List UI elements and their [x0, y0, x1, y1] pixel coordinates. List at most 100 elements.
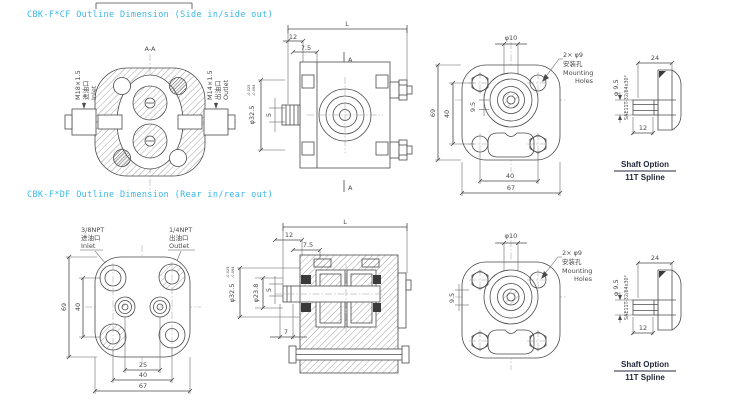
- svg-text:L: L: [345, 20, 349, 28]
- svg-text:φ 9.5: φ 9.5: [612, 79, 620, 96]
- clipped-top-dimension: [95, 2, 193, 9]
- relief-pocket: [487, 329, 535, 355]
- dim-12: 12: [272, 231, 305, 255]
- svg-text:2× φ9: 2× φ9: [562, 249, 582, 257]
- svg-text:40: 40: [506, 172, 514, 180]
- svg-text:φ32.5: φ32.5: [248, 106, 256, 125]
- dim-spigot-dia: φ32.5 -0.025 -0.064: [226, 266, 300, 320]
- svg-text:出油口: 出油口: [169, 233, 189, 242]
- dim-9-5: 9.5: [448, 284, 469, 311]
- svg-text:M18×1.5: M18×1.5: [74, 70, 82, 100]
- dim-spigot-dia: φ32.5 -0.025 -0.064: [247, 77, 285, 153]
- svg-text:40: 40: [139, 371, 147, 379]
- clipped-section-title: CBK-F*SF Outline: [24, 395, 144, 400]
- svg-text:40: 40: [74, 303, 82, 311]
- svg-text:7.5: 7.5: [303, 241, 313, 249]
- svg-text:69: 69: [429, 109, 437, 117]
- dim-69: 69: [429, 62, 461, 163]
- svg-text:40: 40: [443, 110, 451, 118]
- pump-rear-body: [85, 245, 201, 367]
- svg-text:Mounting: Mounting: [563, 69, 593, 77]
- svg-text:Inlet: Inlet: [81, 242, 96, 250]
- relief-pocket: [487, 132, 535, 158]
- svg-text:11T Spline: 11T Spline: [625, 173, 665, 182]
- svg-text:φ10: φ10: [505, 34, 518, 42]
- outlet-port-boss: [203, 108, 236, 136]
- dim-hub-dia: φ23.8: [252, 275, 283, 311]
- svg-text:24: 24: [651, 254, 659, 262]
- svg-text:M14×1.5: M14×1.5: [206, 70, 214, 100]
- svg-text:11T Spline: 11T Spline: [625, 373, 665, 382]
- inlet-port-boss: [64, 108, 97, 136]
- dim-40-vert: 40: [443, 80, 474, 147]
- svg-text:69: 69: [60, 303, 68, 311]
- dim-L: L: [282, 218, 408, 286]
- svg-text:25: 25: [139, 361, 147, 369]
- dim-7-5: 7.5: [290, 241, 323, 259]
- df-rear-view: 3/8NPT 进油口 Inlet 1/4NPT 出油口 Outlet: [60, 226, 201, 394]
- shaft-option-caption: Shaft Option 11T Spline: [614, 360, 676, 382]
- dim-12: 12: [630, 317, 656, 336]
- dim-24: 24: [635, 54, 675, 98]
- svg-text:9.5: 9.5: [448, 293, 456, 303]
- outlet-label: M14×1.5 出油口 Outlet: [206, 70, 230, 109]
- svg-text:φ32.5: φ32.5: [228, 284, 236, 303]
- svg-text:进油口: 进油口: [81, 81, 90, 101]
- svg-text:Outlet: Outlet: [222, 79, 230, 100]
- svg-text:2× φ9: 2× φ9: [563, 51, 583, 59]
- svg-text:φ23.8: φ23.8: [252, 284, 260, 303]
- section2-title: CBK-F*DF Outline Dimension (Rear in/rear…: [27, 190, 274, 200]
- svg-text:12: 12: [289, 33, 297, 41]
- section1-title: CBK-F*CF Outline Dimension (Side in/side…: [27, 10, 274, 20]
- shaft-option-caption: Shaft Option 11T Spline: [614, 160, 676, 182]
- svg-text:5: 5: [265, 113, 273, 117]
- cf-mounting-view: φ10 9.5 40 69: [429, 34, 594, 196]
- svg-text:1/4NPT: 1/4NPT: [169, 226, 192, 234]
- svg-text:Mounting: Mounting: [562, 267, 592, 275]
- dim-7: 7: [270, 304, 307, 340]
- section-label: A-A: [145, 45, 157, 53]
- dim-phi10: φ10: [495, 34, 527, 75]
- pump-body-section: [64, 54, 236, 192]
- dim-24: 24: [635, 254, 675, 298]
- svg-text:67: 67: [507, 184, 515, 192]
- svg-text:Holes: Holes: [575, 77, 594, 85]
- dim-67: 67: [459, 162, 563, 196]
- svg-text:Outlet: Outlet: [169, 242, 190, 250]
- svg-text:φ 9.5: φ 9.5: [612, 279, 620, 296]
- svg-text:Holes: Holes: [574, 275, 593, 283]
- svg-text:7.5: 7.5: [301, 44, 311, 52]
- svg-text:φ10: φ10: [505, 232, 518, 240]
- svg-text:3/8NPT: 3/8NPT: [81, 226, 104, 234]
- svg-text:12: 12: [639, 124, 647, 132]
- df-shaft-option: 24 φ 9.5 SAE11T-32/64x30°: [612, 254, 682, 382]
- inlet-label: 3/8NPT 进油口 Inlet: [80, 226, 109, 268]
- svg-text:24: 24: [651, 54, 659, 62]
- mounting-plate: [455, 240, 567, 370]
- svg-text:9.5: 9.5: [469, 102, 477, 112]
- shaft-profile: [632, 69, 682, 131]
- svg-text:Inlet: Inlet: [90, 85, 98, 100]
- dim-12: 12: [283, 33, 306, 62]
- svg-text:Shaft Option: Shaft Option: [621, 360, 669, 369]
- cf-shaft-option: 24 φ 9.5 SAE11T-32/64x30°: [612, 54, 682, 182]
- dim-phi10: φ10: [495, 232, 527, 271]
- inlet-label: M18×1.5 进油口 Inlet: [74, 70, 98, 109]
- svg-text:L: L: [343, 218, 347, 226]
- cf-section-view: A-A M18×1.5 进油口 Inlet M14×1.5 出油口 Outlet: [64, 45, 236, 192]
- tolerance: -0.064: [252, 84, 256, 96]
- sectioned-housing: [275, 254, 412, 374]
- svg-text:12: 12: [639, 324, 647, 332]
- svg-text:出油口: 出油口: [213, 81, 222, 101]
- dim-7-5: 7.5: [290, 44, 320, 62]
- dim-40-horiz: 40: [477, 152, 541, 184]
- svg-text:A: A: [348, 56, 353, 64]
- svg-text:5: 5: [265, 288, 273, 292]
- dim-keyway: 5: [265, 276, 283, 304]
- svg-text:安装孔: 安装孔: [562, 257, 582, 266]
- mounting-holes-callout: 2× φ9 安装孔 Mounting Holes: [542, 51, 594, 85]
- spline-spec: SAE11T-32/64x30°: [624, 275, 630, 320]
- df-mounting-view: φ10 9.5 2× φ9 安装孔 Mounting Holes: [448, 232, 593, 370]
- dim-12: 12: [630, 117, 656, 136]
